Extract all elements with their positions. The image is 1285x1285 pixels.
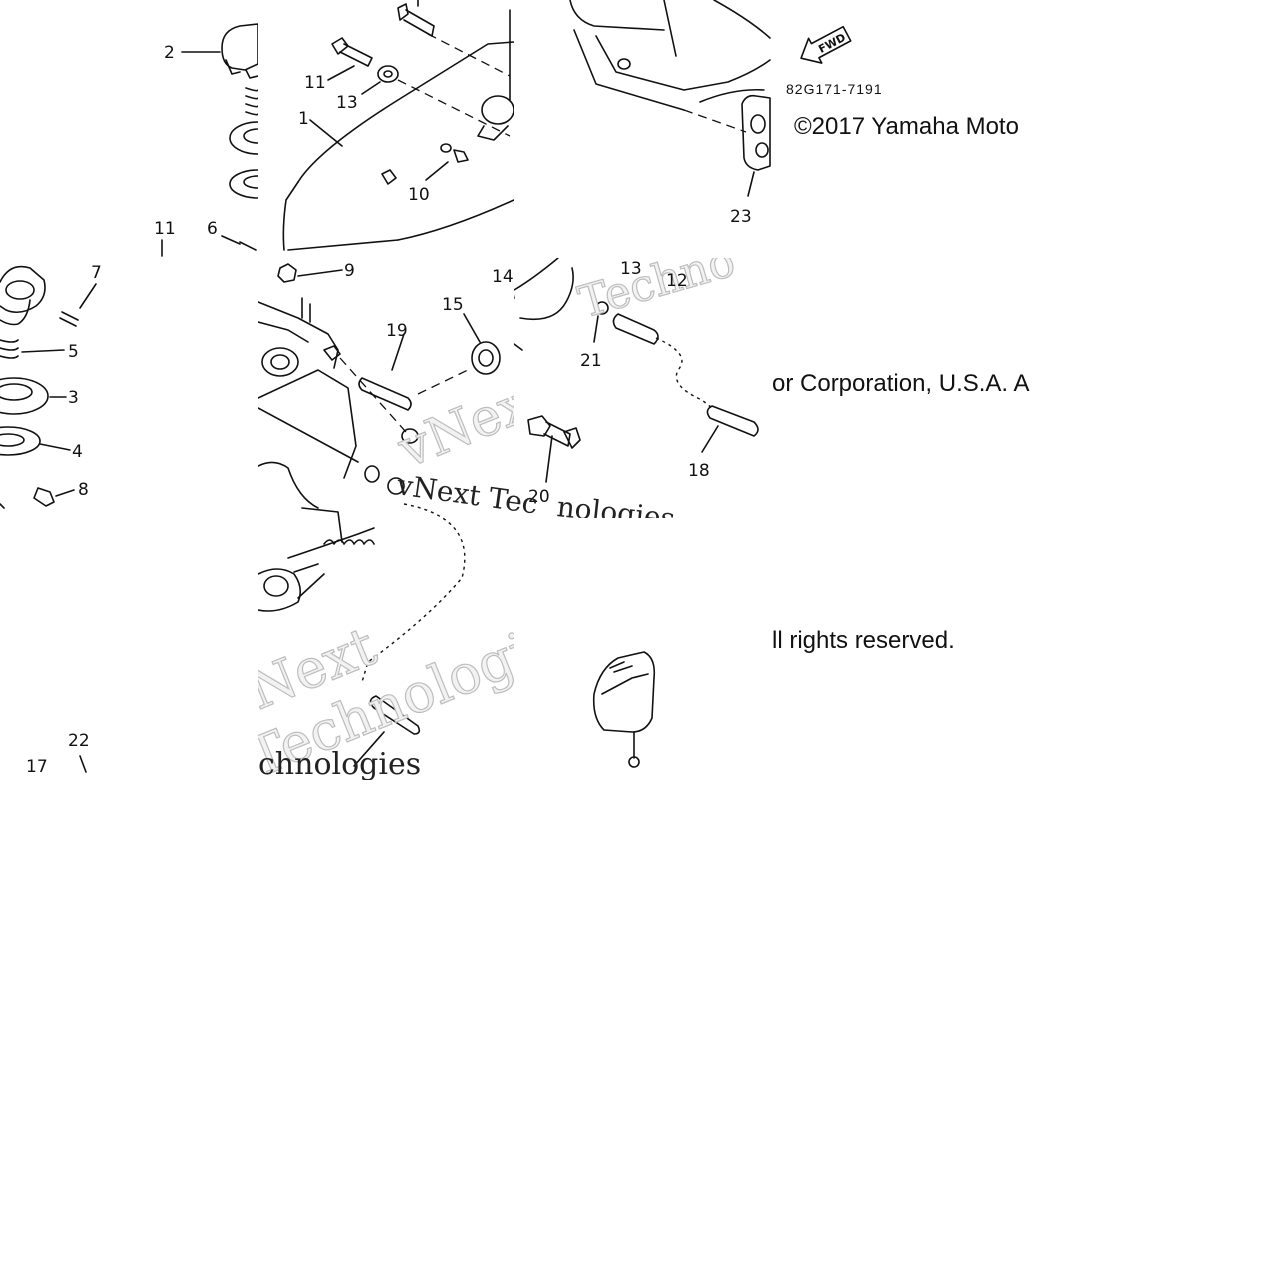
callout-4: 4 xyxy=(72,442,83,462)
callout-11-top: 11 xyxy=(304,73,326,93)
diagram-tile-left: 2 11 6 7 5 xyxy=(0,0,258,780)
callout-13-right: 13 xyxy=(620,259,642,279)
callout-13-top: 13 xyxy=(336,93,358,113)
callout-8: 8 xyxy=(78,480,89,500)
callout-12: 12 xyxy=(666,271,688,291)
callout-19: 19 xyxy=(386,321,408,341)
callout-20: 20 xyxy=(528,487,550,507)
callout-23: 23 xyxy=(730,207,752,227)
callout-7: 7 xyxy=(91,263,102,283)
fwd-arrow-icon: FWD xyxy=(800,25,852,64)
diagram-tile-middle: 9 19 15 xyxy=(258,258,514,780)
pins-bolt-drawing: 21 18 20 Techno xyxy=(514,258,759,507)
callout-5: 5 xyxy=(68,342,79,362)
lever-assembly-drawing: 9 19 15 xyxy=(258,258,514,780)
callout-3: 3 xyxy=(68,388,79,408)
cover-drawing: 11 13 1 10 xyxy=(282,0,514,251)
diagram-tile-middle-right: 21 18 20 Techno xyxy=(514,258,772,518)
callout-15: 15 xyxy=(442,295,464,315)
bracket-drawing: 23 xyxy=(569,0,771,227)
callout-21: 21 xyxy=(580,351,602,371)
callout-9: 9 xyxy=(344,261,355,281)
watermark-chnologies: chnologies xyxy=(258,747,421,780)
part-code: 82G171-7191 xyxy=(786,81,883,97)
upper-callouts: 14 13 12 xyxy=(492,259,688,291)
copyright-line-1: ©2017 Yamaha Moto xyxy=(794,113,1019,140)
bumper-drawing xyxy=(592,651,656,768)
copyright-line-2: or Corporation, U.S.A. A xyxy=(772,370,1030,397)
callout-2: 2 xyxy=(164,43,175,63)
diagram-tile-bottom xyxy=(514,518,772,780)
callout-17: 17 xyxy=(26,757,48,777)
fwd-label: FWD xyxy=(816,31,848,56)
callout-1: 1 xyxy=(298,109,309,129)
fwd-arrow-block: FWD 82G171-7191 xyxy=(786,25,883,97)
callout-11-left: 11 xyxy=(154,219,176,239)
callout-14: 14 xyxy=(492,267,514,287)
callout-10: 10 xyxy=(408,185,430,205)
watermark-vnext-tec: vNext Tec xyxy=(394,468,540,521)
left-parts-drawing: 2 11 6 7 5 xyxy=(0,23,258,777)
diagram-tile-top-right: 23 xyxy=(514,0,772,258)
callout-22: 22 xyxy=(68,731,90,751)
callout-18: 18 xyxy=(688,461,710,481)
callout-6: 6 xyxy=(207,219,218,239)
diagram-tile-top: 11 13 1 10 xyxy=(258,0,514,258)
copyright-line-3: ll rights reserved. xyxy=(772,627,955,654)
